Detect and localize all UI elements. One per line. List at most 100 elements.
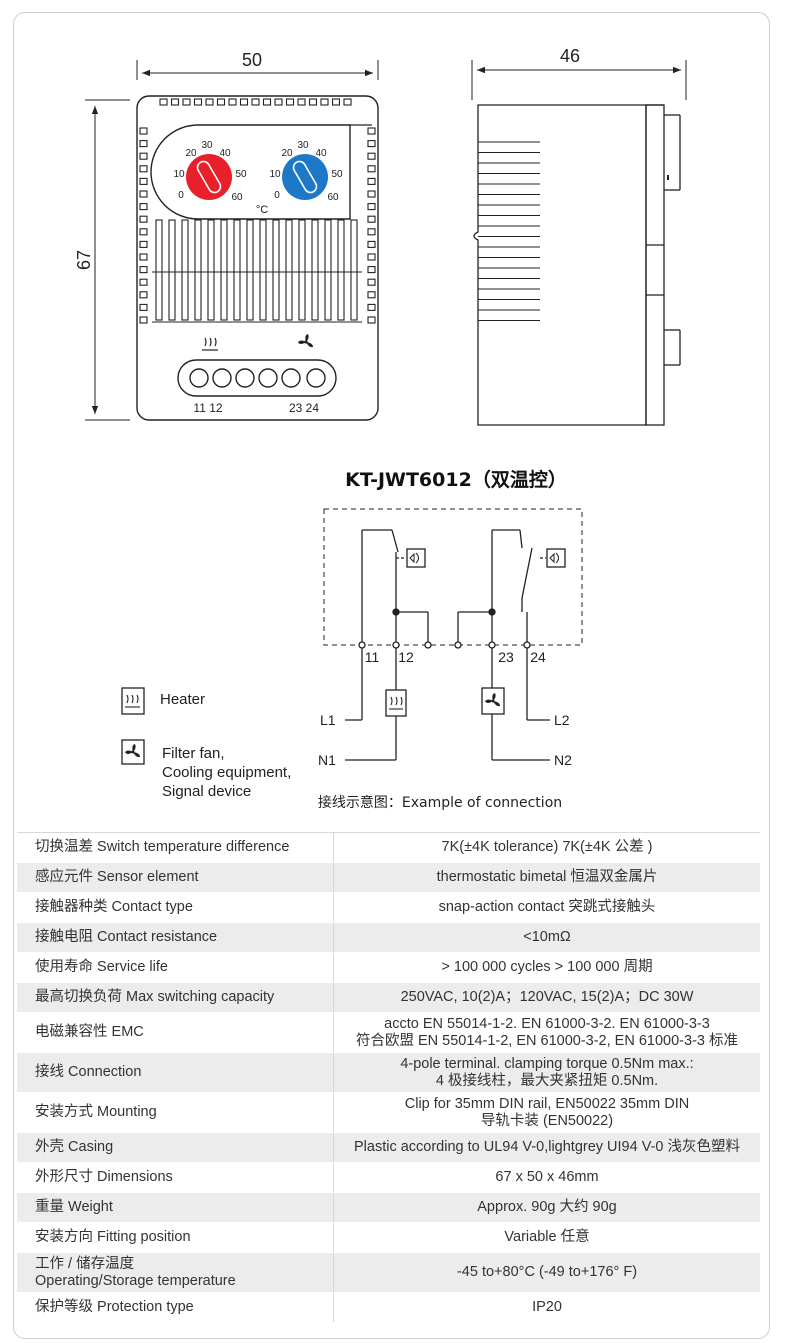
spec-row: 电磁兼容性 EMC accto EN 55014-1-2. EN 61000-3-… (17, 1012, 760, 1053)
terminal-numbers: 11 12 23 24 (365, 649, 546, 665)
terminal-11: 11 (365, 649, 380, 665)
heater-icon (125, 694, 403, 710)
spec-value: thermostatic bimetal 恒温双金属片 (333, 862, 760, 893)
legend-fan-line3: Signal device (162, 783, 251, 800)
dimension-height: 67 (74, 250, 94, 270)
spec-value-line: 7K(±4K tolerance) 7K(±4K 公差 ) (441, 839, 653, 855)
terminal-23: 23 (498, 649, 514, 665)
spec-key-line: 安装方向 Fitting position (35, 1229, 191, 1245)
spec-row: 安装方式 Mounting Clip for 35mm DIN rail, EN5… (17, 1092, 760, 1133)
cooler-dial (282, 154, 328, 200)
spec-value-line: Variable 任意 (504, 1229, 590, 1245)
terminal-label-left: 11 12 (193, 401, 222, 415)
spec-key-line: 接线 Connection (35, 1064, 142, 1080)
spec-value: Approx. 90g 大约 90g (333, 1192, 760, 1223)
spec-key: 接触器种类 Contact type (17, 892, 334, 923)
line-labels: L1 N1 L2 N2 (318, 712, 572, 768)
spec-key: 外壳 Casing (17, 1132, 334, 1163)
spec-key-line: 接触器种类 Contact type (35, 899, 193, 915)
spec-key: 电磁兼容性 EMC (17, 1012, 334, 1053)
dimension-width: 50 (242, 50, 262, 70)
heater-dial-mark-6: 60 (231, 192, 243, 203)
spec-key: 最高切换负荷 Max switching capacity (17, 982, 334, 1013)
line-l2: L2 (554, 712, 570, 728)
line-n2: N2 (554, 752, 572, 768)
spec-row: 最高切换负荷 Max switching capacity 250VAC, 10(… (17, 982, 760, 1013)
cooler-dial-mark-1: 30 (297, 140, 309, 151)
cooler-dial-mark-6: 60 (327, 192, 339, 203)
heater-dial-mark-3: 10 (173, 169, 185, 180)
terminal-12: 12 (398, 649, 414, 665)
cooler-dial-mark-3: 10 (269, 169, 281, 180)
spec-value-line: 67 x 50 x 46mm (495, 1169, 599, 1185)
legend-heater: Heater (160, 691, 205, 708)
spec-key: 切换温差 Switch temperature difference (17, 832, 334, 863)
spec-key: 外形尺寸 Dimensions (17, 1162, 334, 1193)
model-title: KT-JWT6012（双温控） (345, 468, 567, 491)
heater-dial-mark-1: 30 (201, 140, 213, 151)
spec-key: 安装方式 Mounting (17, 1092, 334, 1133)
terminal-24: 24 (530, 649, 546, 665)
spec-row: 安装方向 Fitting position Variable 任意 (17, 1222, 760, 1253)
spec-key-line: 电磁兼容性 EMC (35, 1024, 144, 1040)
terminal-label-right: 23 24 (289, 401, 319, 415)
spec-value-line: 符合欧盟 EN 55014-1-2, EN 61000-3-2, EN 6100… (355, 1032, 738, 1049)
spec-key-line: 最高切换负荷 Max switching capacity (35, 989, 275, 1005)
spec-value: 7K(±4K tolerance) 7K(±4K 公差 ) (333, 832, 760, 863)
spec-value-line: 4-pole terminal. clamping torque 0.5Nm m… (400, 1055, 694, 1072)
spec-value: -45 to+80°C (-49 to+176° F) (333, 1252, 760, 1293)
spec-value-line: snap-action contact 突跳式接触头 (438, 899, 656, 915)
sensor-symbol (409, 552, 559, 564)
spec-value: Clip for 35mm DIN rail, EN50022 35mm DIN… (333, 1092, 760, 1133)
spec-row: 接触电阻 Contact resistance <10mΩ (17, 922, 760, 953)
spec-value-line: <10mΩ (523, 929, 571, 945)
spec-row: 接触器种类 Contact type snap-action contact 突跳… (17, 892, 760, 923)
heater-dial-mark-5: 0 (178, 190, 184, 201)
spec-value-line: Plastic according to UL94 V-0,lightgrey … (353, 1139, 741, 1155)
spec-value: accto EN 55014-1-2. EN 61000-3-2. EN 610… (333, 1012, 760, 1053)
spec-row: 外壳 Casing Plastic according to UL94 V-0,l… (17, 1132, 760, 1163)
spec-value-line: accto EN 55014-1-2. EN 61000-3-2. EN 610… (384, 1015, 710, 1032)
dimension-depth: 46 (560, 46, 580, 66)
spec-key: 使用寿命 Service life (17, 952, 334, 983)
fan-icon (298, 334, 313, 348)
spec-value: <10mΩ (333, 922, 760, 953)
cooler-dial-mark-0: 20 (281, 148, 293, 159)
spec-value-line: 250VAC, 10(2)A；120VAC, 15(2)A；DC 30W (400, 989, 694, 1005)
spec-value: 250VAC, 10(2)A；120VAC, 15(2)A；DC 30W (333, 982, 760, 1013)
spec-value: IP20 (333, 1292, 760, 1323)
fan-icon (125, 693, 500, 758)
spec-value: Plastic according to UL94 V-0,lightgrey … (333, 1132, 760, 1163)
spec-key-line: Operating/Storage temperature (35, 1272, 236, 1289)
cooler-dial-mark-5: 0 (274, 190, 280, 201)
spec-key-line: 接触电阻 Contact resistance (35, 929, 218, 945)
spec-key-line: 工作 / 储存温度 (35, 1255, 135, 1272)
spec-value: 4-pole terminal. clamping torque 0.5Nm m… (333, 1052, 760, 1093)
legend-fan-line1: Filter fan, (162, 745, 225, 762)
spec-value-line: IP20 (532, 1299, 562, 1315)
spec-key-line: 外壳 Casing (35, 1139, 114, 1155)
line-n1: N1 (318, 752, 336, 768)
spec-value: 67 x 50 x 46mm (333, 1162, 760, 1193)
spec-value-line: thermostatic bimetal 恒温双金属片 (436, 869, 658, 885)
spec-row: 切换温差 Switch temperature difference 7K(±4K… (17, 832, 760, 863)
legend-fan-line2: Cooling equipment, (162, 764, 291, 781)
spec-key-line: 保护等级 Protection type (35, 1299, 194, 1315)
spec-value: > 100 000 cycles > 100 000 周期 (333, 952, 760, 983)
spec-table: 切换温差 Switch temperature difference 7K(±4K… (17, 832, 760, 1323)
spec-key-line: 外形尺寸 Dimensions (35, 1169, 173, 1185)
spec-row: 保护等级 Protection type IP20 (17, 1292, 760, 1323)
diagram-caption: 接线示意图：Example of connection (318, 794, 562, 811)
spec-row: 使用寿命 Service life> 100 000 cycles > 100 … (17, 952, 760, 983)
spec-row: 外形尺寸 Dimensions 67 x 50 x 46mm (17, 1162, 760, 1193)
cooler-dial-mark-4: 50 (331, 169, 343, 180)
spec-key-line: 安装方式 Mounting (35, 1104, 157, 1120)
spec-key: 感应元件 Sensor element (17, 862, 334, 893)
celsius-unit: °C (256, 204, 268, 216)
spec-row: 感应元件 Sensor element thermostatic bimetal … (17, 862, 760, 893)
spec-key: 保护等级 Protection type (17, 1292, 334, 1323)
spec-value-line: 导轨卡装 (EN50022) (480, 1112, 614, 1129)
